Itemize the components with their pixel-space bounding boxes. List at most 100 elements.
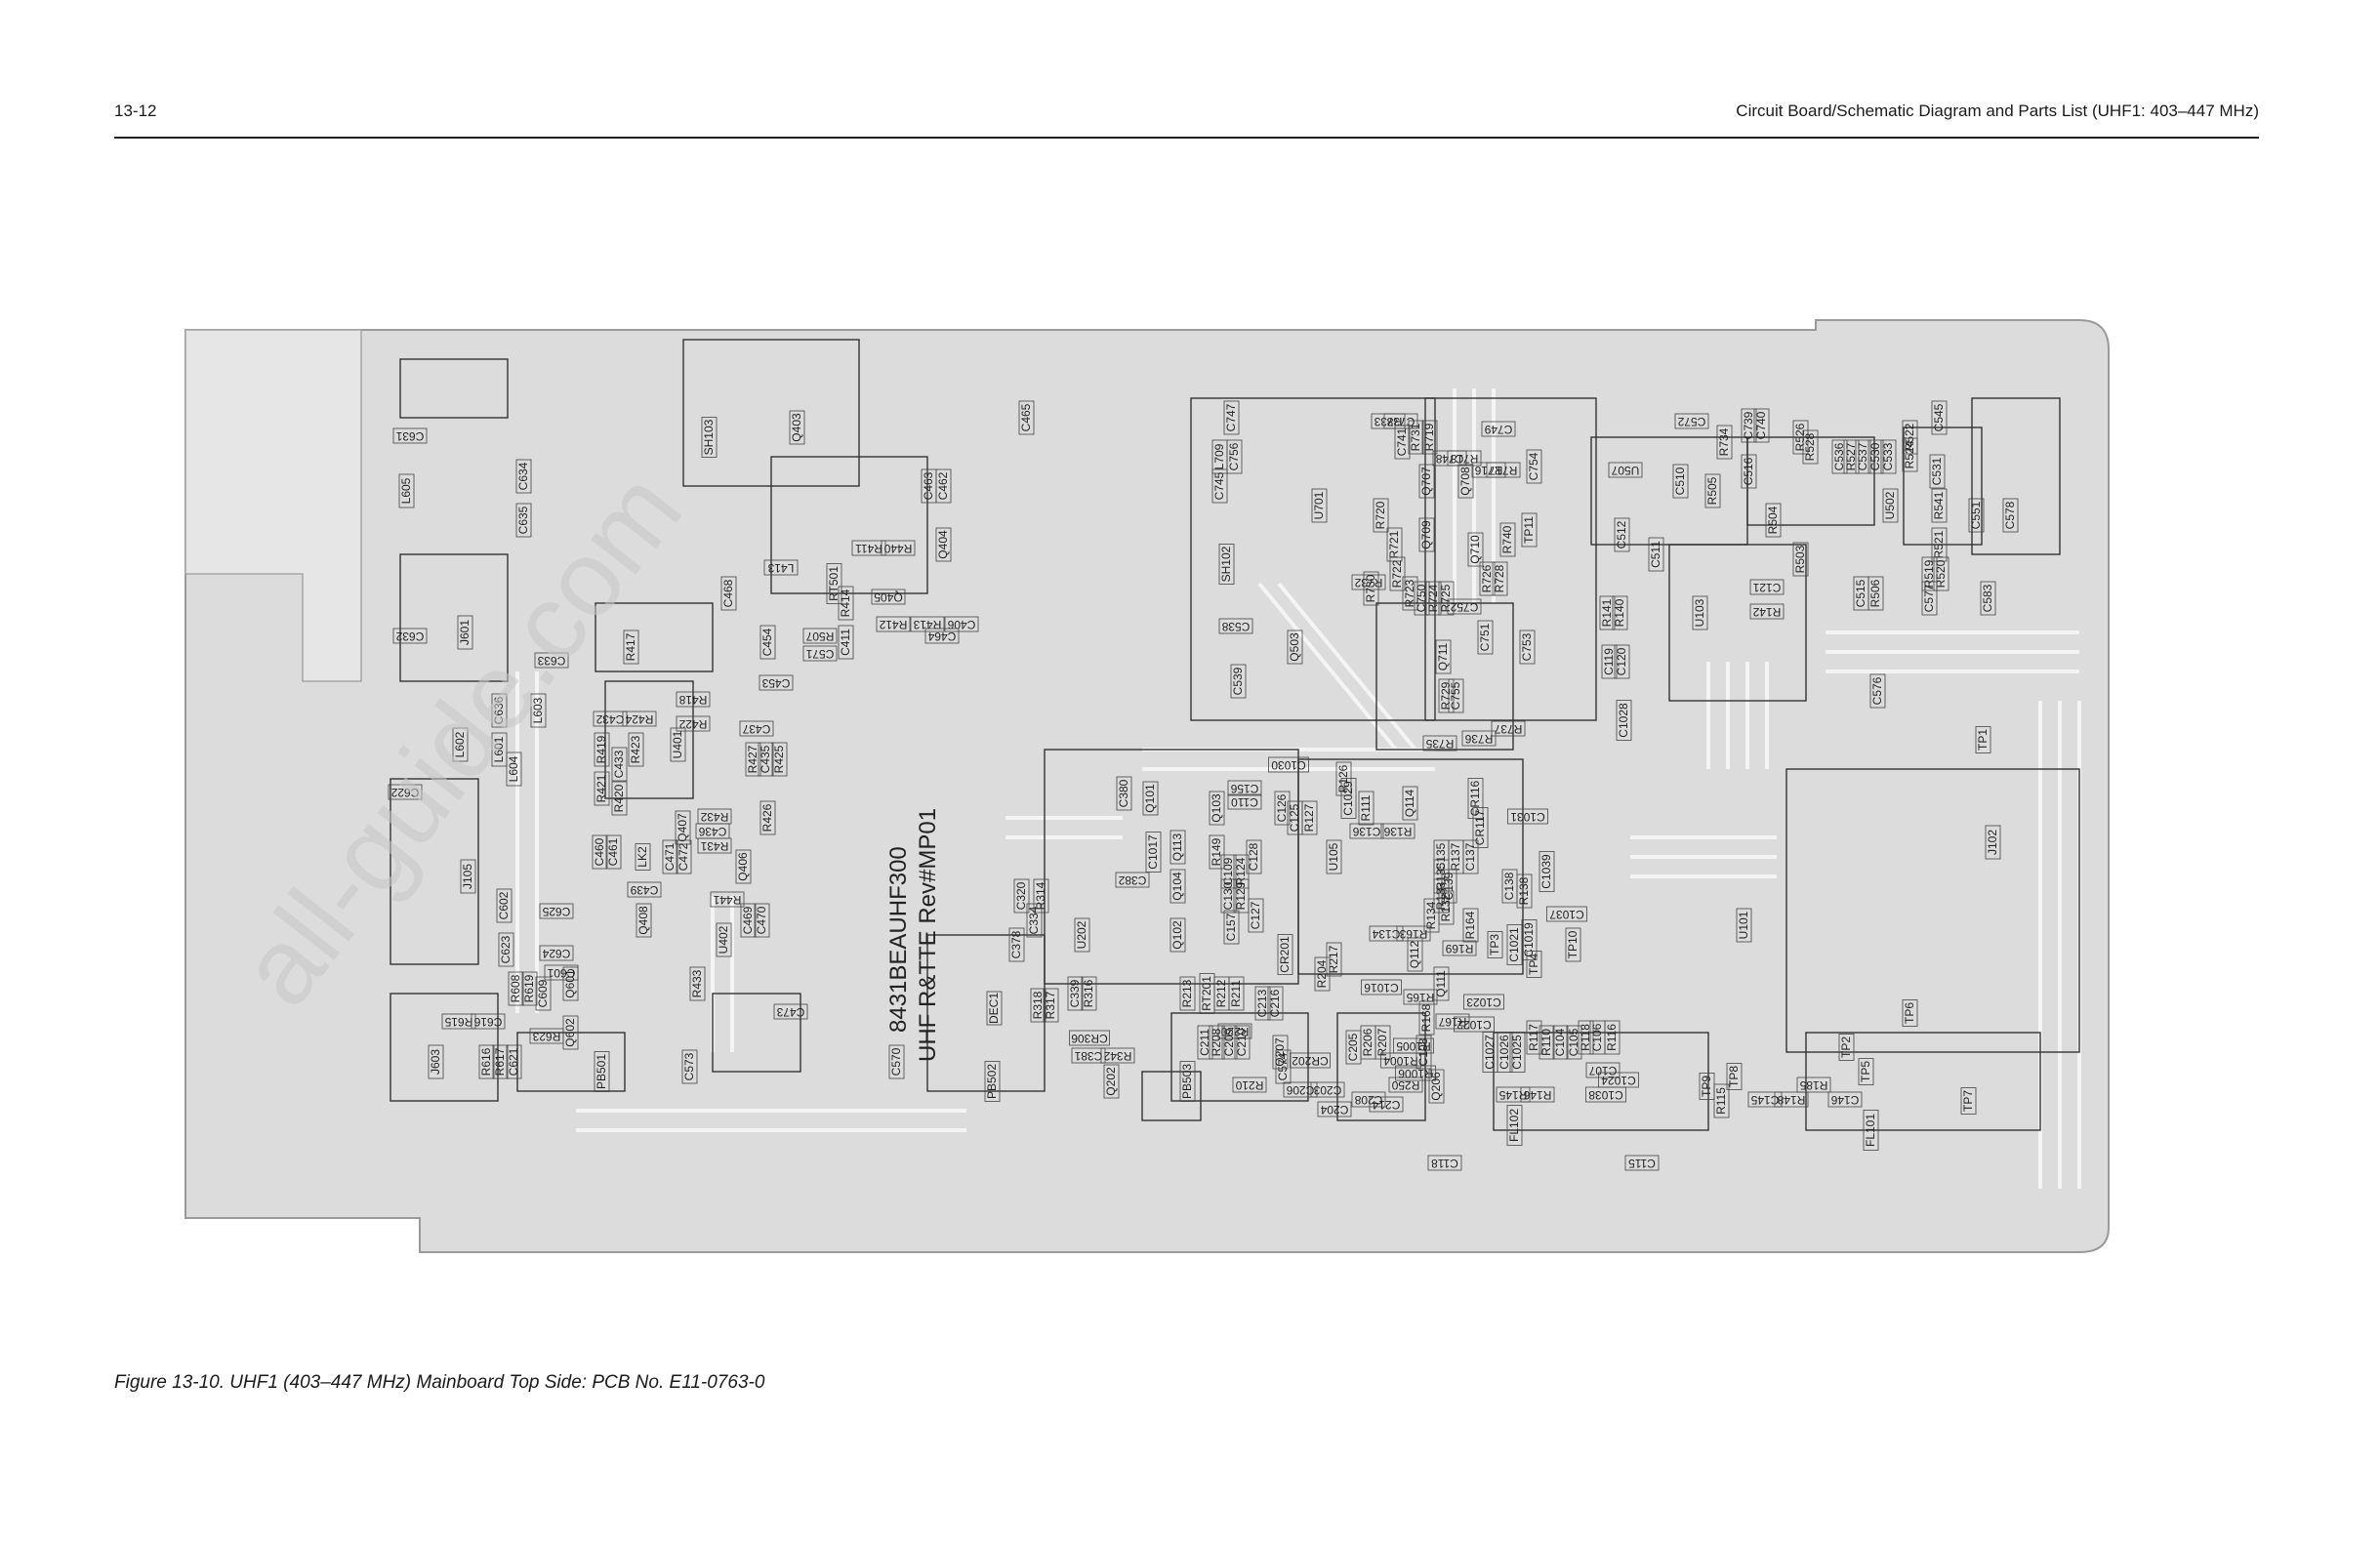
refdes-c609: C609	[536, 979, 550, 1007]
refdes-c754: C754	[1527, 452, 1540, 480]
component-footprint	[758, 742, 774, 777]
component-footprint	[1369, 1096, 1404, 1113]
component-footprint	[1843, 439, 1860, 474]
refdes-l603: L603	[531, 697, 545, 723]
refdes-r615: R615	[444, 1015, 472, 1029]
component-footprint	[1792, 542, 1809, 577]
refdes-cr117: CR117	[1473, 809, 1487, 845]
component-footprint	[627, 881, 662, 898]
refdes-q707: Q707	[1419, 467, 1433, 496]
refdes-q103: Q103	[1210, 793, 1223, 823]
component-footprint	[496, 888, 513, 923]
component-footprint	[773, 1003, 808, 1020]
refdes-r617: R617	[493, 1047, 507, 1076]
component-footprint	[1462, 908, 1479, 943]
component-footprint	[1565, 927, 1581, 962]
refdes-u105: U105	[1327, 842, 1340, 871]
component-footprint	[681, 1049, 698, 1084]
refdes-tp1: TP1	[1976, 729, 1990, 751]
component-footprint	[888, 1044, 905, 1079]
component-footprint	[1218, 618, 1253, 634]
refdes-r213: R213	[1180, 979, 1194, 1007]
component-outline	[770, 456, 928, 594]
refdes-r732: R732	[1354, 576, 1382, 589]
refdes-tp7: TP7	[1961, 1090, 1975, 1112]
component-footprint	[1067, 976, 1084, 1011]
refdes-sh103: SH103	[702, 419, 716, 455]
refdes-c211: C211	[1198, 1029, 1211, 1056]
refdes-r724: R724	[1426, 584, 1440, 612]
component-footprint	[1674, 413, 1709, 429]
component-footprint	[789, 410, 805, 445]
refdes-c435: C435	[759, 745, 772, 773]
component-footprint	[1692, 595, 1708, 630]
component-footprint	[1428, 1069, 1445, 1104]
refdes-r733: R733	[1374, 415, 1402, 428]
refdes-c577: C577	[1922, 584, 1936, 612]
refdes-c1031: C1031	[1510, 810, 1545, 824]
refdes-c126: C126	[1275, 793, 1289, 822]
refdes-r519: R519	[1922, 559, 1936, 588]
component-footprint	[1248, 898, 1264, 933]
refdes-c573: C573	[682, 1052, 696, 1080]
refdes-c432: C432	[595, 712, 624, 726]
component-footprint	[710, 891, 745, 908]
component-footprint	[1373, 498, 1389, 533]
refdes-q403: Q403	[790, 413, 803, 442]
refdes-r146: R146	[1523, 1088, 1551, 1102]
refdes-r521: R521	[1932, 530, 1946, 558]
refdes-c745: C745	[1212, 471, 1226, 500]
component-footprint	[1209, 1025, 1225, 1060]
refdes-c624: C624	[542, 947, 570, 960]
refdes-q709: Q709	[1419, 520, 1433, 549]
component-footprint	[1433, 966, 1450, 1001]
refdes-j105: J105	[461, 864, 474, 889]
component-footprint	[1726, 1063, 1743, 1090]
component-footprint	[826, 563, 842, 604]
component-footprint	[1447, 598, 1482, 615]
refdes-r527: R527	[1844, 442, 1858, 470]
refdes-c574: C574	[1276, 1052, 1290, 1080]
refdes-r423: R423	[629, 735, 642, 763]
component-outline	[1971, 397, 2061, 555]
refdes-r728: R728	[1493, 564, 1506, 592]
component-footprint	[1403, 989, 1438, 1005]
refdes-c380: C380	[1117, 779, 1130, 807]
refdes-c134: C134	[1372, 927, 1400, 941]
refdes-q101: Q101	[1143, 784, 1157, 813]
refdes-r117: R117	[1527, 1024, 1540, 1051]
component-footprint	[1418, 464, 1435, 499]
refdes-rt501: RT501	[827, 566, 841, 601]
component-footprint	[471, 1013, 506, 1030]
refdes-r719: R719	[1422, 423, 1436, 451]
refdes-tp9: TP9	[1700, 1076, 1713, 1097]
component-footprint	[1753, 408, 1770, 443]
component-footprint	[670, 727, 686, 762]
component-footprint	[1407, 937, 1423, 972]
component-footprint	[1869, 673, 1886, 709]
refdes-c632: C632	[395, 630, 424, 643]
refdes-c146: C146	[1830, 1093, 1859, 1107]
refdes-r133: R133	[1434, 881, 1448, 910]
component-footprint	[662, 839, 678, 874]
component-footprint	[689, 966, 706, 1001]
component-footprint	[1272, 1035, 1289, 1070]
refdes-c208: C208	[1354, 1093, 1382, 1107]
refdes-r731: R731	[1409, 423, 1422, 451]
refdes-lk2: LK2	[636, 846, 649, 868]
component-footprint	[1454, 1016, 1495, 1033]
component-outline	[1785, 768, 2080, 1053]
component-footprint	[1827, 1091, 1863, 1108]
refdes-j603: J603	[429, 1049, 442, 1075]
refdes-u101: U101	[1737, 911, 1750, 939]
refdes-r342: R342	[1103, 1049, 1131, 1063]
refdes-r167: R167	[1438, 1015, 1466, 1029]
component-footprint	[1433, 878, 1450, 914]
refdes-r441: R441	[713, 893, 741, 907]
refdes-q404: Q404	[936, 530, 950, 559]
component-footprint	[1521, 919, 1538, 960]
board-outline	[185, 319, 2110, 1253]
component-footprint	[1221, 1025, 1238, 1060]
component-footprint	[1394, 425, 1411, 460]
component-footprint	[1169, 869, 1186, 904]
